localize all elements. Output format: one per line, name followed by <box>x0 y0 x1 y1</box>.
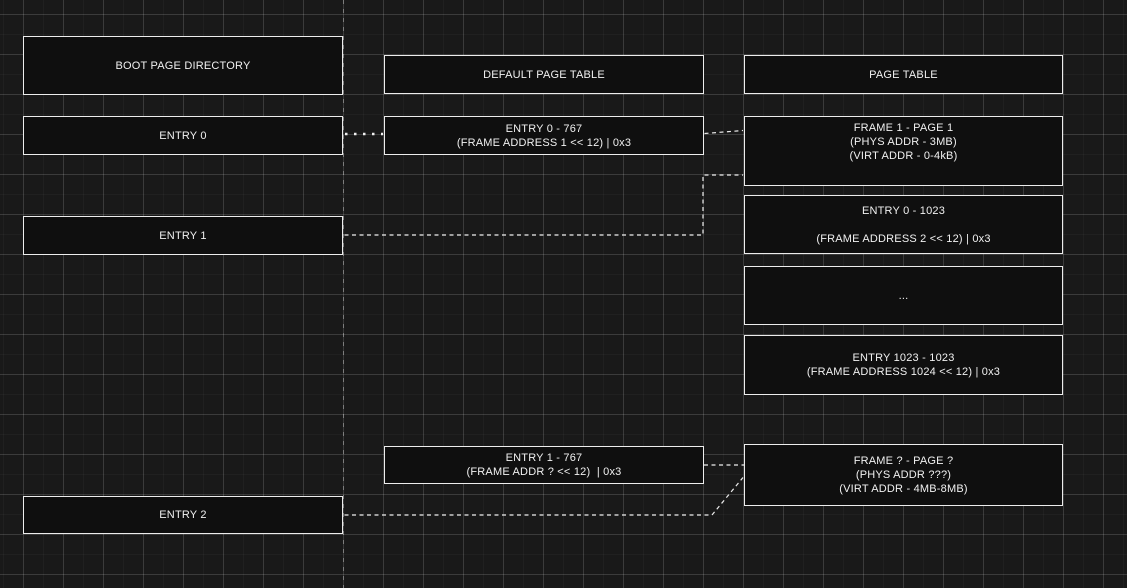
box-label: ENTRY 1 <box>159 229 207 242</box>
box-label: FRAME ? - PAGE ? <box>853 455 954 467</box>
box-label: FRAME 1 - PAGE 1 <box>853 122 954 134</box>
box-entry-0-767[interactable]: ENTRY 0 - 767 (FRAME ADDRESS 1 << 12) | … <box>384 116 704 155</box>
box-entry-1-767[interactable]: ENTRY 1 - 767 (FRAME ADDR ? << 12) | 0x3 <box>384 446 704 484</box>
box-label: ENTRY 0 - 1023 <box>861 204 946 217</box>
box-entry-0-1023[interactable]: ENTRY 0 - 1023 (FRAME ADDRESS 2 << 12) |… <box>744 195 1063 254</box>
box-ellipsis[interactable]: ... <box>744 266 1063 325</box>
box-label: ENTRY 2 <box>159 509 207 521</box>
box-label: ENTRY 1 - 767 <box>505 452 583 464</box>
box-label: BOOT PAGE DIRECTORY <box>115 59 251 72</box>
box-entry-1[interactable]: ENTRY 1 <box>23 216 343 255</box>
box-label: ENTRY 0 <box>159 129 207 142</box>
box-entry-1023-1023[interactable]: ENTRY 1023 - 1023 (FRAME ADDRESS 1024 <<… <box>744 335 1063 395</box>
connector-entry1-to-frame1[interactable] <box>344 174 744 236</box>
box-label: (PHYS ADDR ???) <box>855 469 952 481</box>
box-label: (PHYS ADDR - 3MB) <box>850 136 957 148</box>
box-frame-1-page-1[interactable]: FRAME 1 - PAGE 1 (PHYS ADDR - 3MB) (VIRT… <box>744 116 1063 186</box>
connector-entry0-767-to-frame1[interactable] <box>704 129 744 135</box>
box-label: DEFAULT PAGE TABLE <box>483 68 605 81</box>
box-entry-0[interactable]: ENTRY 0 <box>23 116 343 155</box>
box-boot-page-directory[interactable]: BOOT PAGE DIRECTORY <box>23 36 343 95</box>
box-label: (FRAME ADDRESS 2 << 12) | 0x3 <box>816 232 991 245</box>
box-default-page-table-header[interactable]: DEFAULT PAGE TABLE <box>384 55 704 94</box>
box-label: PAGE TABLE <box>869 68 938 81</box>
box-page-table-header[interactable]: PAGE TABLE <box>744 55 1063 94</box>
box-label: ENTRY 0 - 767 <box>505 122 583 135</box>
box-label: (VIRT ADDR - 4MB-8MB) <box>839 483 968 495</box>
box-frame-q-page-q[interactable]: FRAME ? - PAGE ? (PHYS ADDR ???) (VIRT A… <box>744 444 1063 506</box>
box-label: ENTRY 1023 - 1023 <box>852 352 955 364</box>
box-entry-2[interactable]: ENTRY 2 <box>23 496 343 534</box>
box-label: (VIRT ADDR - 0-4kB) <box>849 150 958 162</box>
box-label: (FRAME ADDRESS 1024 << 12) | 0x3 <box>806 366 1001 378</box>
box-label: ... <box>898 289 909 302</box>
box-label: (FRAME ADDRESS 1 << 12) | 0x3 <box>456 136 632 149</box>
box-label: (FRAME ADDR ? << 12) | 0x3 <box>466 466 622 478</box>
